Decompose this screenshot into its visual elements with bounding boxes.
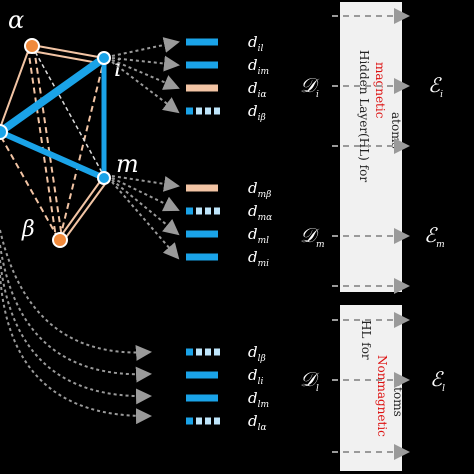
panel-magnetic-line3: atoms xyxy=(389,112,403,149)
edge-alpha-i xyxy=(31,44,105,59)
descriptor-l-3-label: dlα xyxy=(248,412,267,433)
descriptor-l-3-bar-seg xyxy=(196,417,202,425)
panel-magnetic: Hidden Layer(HL) for magnetic atoms xyxy=(340,2,403,292)
node-beta xyxy=(52,232,68,248)
descriptor-i-2-bar xyxy=(186,84,218,92)
node-alpha xyxy=(24,38,40,54)
output-labels: ℰi ℰm ℰl xyxy=(424,73,445,394)
descriptor-i-3-bar-seg xyxy=(214,107,220,115)
node-m-label: m xyxy=(116,150,139,178)
descriptor-m-3-label: dmi xyxy=(248,248,269,269)
descriptor-l-2-label: dlm xyxy=(248,389,269,410)
descriptor-m-0-bar xyxy=(186,184,218,192)
fan-arrows xyxy=(0,37,180,425)
descriptor-l-0-bar-seg xyxy=(214,348,220,356)
input-labels: 𝒟i 𝒟m 𝒟l xyxy=(300,73,325,394)
edge-i-l xyxy=(0,54,107,136)
edge-alpha-l xyxy=(0,45,31,129)
descriptor-i-1-bar xyxy=(186,61,218,69)
descriptor-m-1-bar-seg xyxy=(214,207,220,215)
descriptor-l-0-bar-seg xyxy=(186,348,193,356)
descriptor-l-3-bar-seg xyxy=(214,417,220,425)
output-label-l: ℰl xyxy=(430,367,445,394)
descriptor-m-1-bar-seg xyxy=(186,207,193,215)
descriptor-i-1-label: dim xyxy=(248,56,269,77)
panel-nonmagnetic-line3: atoms xyxy=(391,380,405,417)
descriptor-m-1-bar-seg xyxy=(205,207,211,215)
layer-arrows xyxy=(332,8,410,460)
descriptor-m-2-bar xyxy=(186,230,218,238)
node-i xyxy=(97,51,111,65)
input-label-l: 𝒟l xyxy=(300,367,320,394)
atom-graph: α i m β xyxy=(0,6,139,248)
descriptor-m-1-bar-seg xyxy=(196,207,202,215)
panel-magnetic-line2: magnetic xyxy=(373,62,387,119)
node-alpha-label: α xyxy=(8,6,24,34)
descriptor-i-2-label: diα xyxy=(248,79,267,100)
descriptor-i-3-label: diβ xyxy=(248,102,266,123)
panel-nonmagnetic: HL for Nonmagnetic atoms xyxy=(340,305,405,471)
edge-l-m xyxy=(0,129,106,181)
output-label-i: ℰi xyxy=(428,73,443,100)
descriptor-m-0-label: dmβ xyxy=(248,179,271,200)
panel-magnetic-line1: Hidden Layer(HL) for xyxy=(357,50,371,182)
input-label-i: 𝒟i xyxy=(300,73,320,100)
descriptor-l-3-bar-seg xyxy=(205,417,211,425)
descriptor-l-0-bar-seg xyxy=(196,348,202,356)
descriptor-i-0-label: dil xyxy=(248,33,263,54)
input-label-m: 𝒟m xyxy=(300,223,325,250)
descriptor-l-2-bar xyxy=(186,394,218,402)
descriptor-m-3-bar xyxy=(186,253,218,261)
descriptor-i-3-bar-seg xyxy=(205,107,211,115)
descriptor-l-1-bar xyxy=(186,371,218,379)
node-l xyxy=(0,124,8,140)
descriptor-m-2-label: dml xyxy=(248,225,269,246)
output-label-m: ℰm xyxy=(424,223,445,250)
panel-nonmagnetic-line2: Nonmagnetic xyxy=(375,355,389,437)
panel-nonmagnetic-line1: HL for xyxy=(359,320,373,360)
descriptor-i-3-bar-seg xyxy=(196,107,202,115)
edge-alpha-m xyxy=(31,45,105,177)
edge-beta-i xyxy=(59,59,105,239)
descriptor-m-1-label: dmα xyxy=(248,202,272,223)
descriptor-i-0-bar xyxy=(186,38,218,46)
descriptor-l-3-bar-seg xyxy=(186,417,193,425)
node-i-label: i xyxy=(114,54,122,82)
node-m xyxy=(97,171,111,185)
descriptor-l-0-label: dlβ xyxy=(248,343,266,364)
node-beta-label: β xyxy=(21,217,35,242)
edge-beta-m xyxy=(57,175,105,241)
edge-alpha-beta xyxy=(27,47,57,239)
descriptor-l-1-label: dli xyxy=(248,366,263,387)
descriptor-l-0-bar-seg xyxy=(205,348,211,356)
descriptor-i-3-bar-seg xyxy=(186,107,193,115)
